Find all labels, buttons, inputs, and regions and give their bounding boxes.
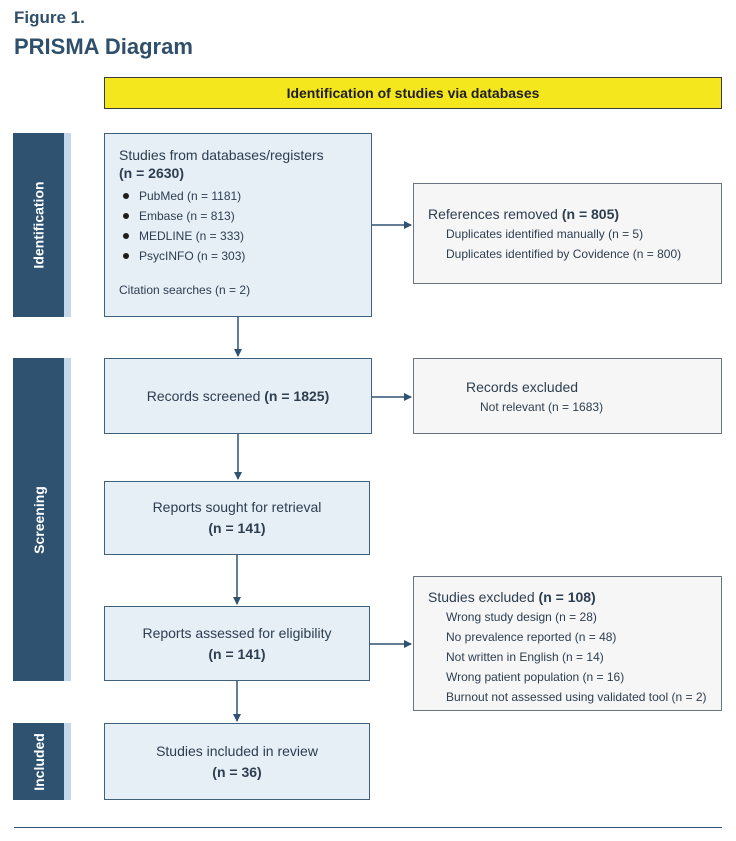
reports-sought-count: (n = 141) [208,520,266,536]
studies-excluded-item: Wrong patient population (n = 16) [446,670,625,684]
database-item-label: Embase (n = 813) [139,209,235,223]
screening-section-label: Screening [13,358,71,681]
references-removed-box: References removed (n = 805) Duplicates … [413,183,722,284]
studies-included-count: (n = 36) [212,763,262,780]
studies-excluded-item: Burnout not assessed using validated too… [446,690,707,704]
studies-excluded-count: (n = 108) [538,589,596,605]
studies-included-label: Studies included in review [156,742,318,759]
records-excluded-item: Not relevant (n = 1683) [480,400,604,414]
database-item-label: PsycINFO (n = 303) [139,249,246,263]
databases-count: (n = 2630) [119,165,184,181]
studies-excluded-title: Studies excluded [428,589,535,605]
reports-sought-box: Reports sought for retrieval (n = 141) [104,481,370,555]
studies-excluded-item: No prevalence reported (n = 48) [446,630,617,644]
database-item: PsycINFO (n = 303) [119,246,357,266]
figure-title: PRISMA Diagram [14,34,193,59]
reports-sought-label: Reports sought for retrieval [152,499,322,515]
included-section-label: Included [13,723,71,800]
reports-assessed-count: (n = 141) [208,645,266,662]
database-item: MEDLINE (n = 333) [119,226,357,246]
removed-item: Duplicates identified by Covidence (n = … [446,247,682,261]
bullet-icon [123,213,129,219]
bullet-icon [123,193,129,199]
records-screened-label: Records screened [146,387,261,404]
references-removed-count: (n = 805) [561,206,620,222]
studies-excluded-item: Not written in English (n = 14) [446,650,604,664]
records-excluded-box: Records excluded Not relevant (n = 1683) [413,358,722,434]
database-item: Embase (n = 813) [119,206,357,226]
records-screened-box: Records screened (n = 1825) [104,358,372,434]
references-removed-title: References removed [428,206,558,222]
bullet-icon [123,253,129,259]
studies-excluded-box: Studies excluded (n = 108) Wrong study d… [413,576,722,711]
identification-banner: Identification of studies via databases [104,77,722,109]
reports-assessed-label: Reports assessed for eligibility [142,624,332,641]
bottom-rule [14,827,722,828]
databases-list: PubMed (n = 1181) Embase (n = 813) MEDLI… [119,186,357,266]
database-item-label: MEDLINE (n = 333) [139,229,245,243]
database-item-label: PubMed (n = 1181) [139,189,242,203]
records-excluded-title: Records excluded [466,379,579,395]
studies-excluded-item: Wrong study design (n = 28) [446,610,597,624]
reports-assessed-box: Reports assessed for eligibility (n = 14… [104,606,370,681]
databases-box: Studies from databases/registers (n = 26… [104,133,372,317]
bullet-icon [123,233,129,239]
database-item: PubMed (n = 1181) [119,186,357,206]
identification-section-label: Identification [13,133,71,317]
removed-item: Duplicates identified manually (n = 5) [446,227,644,241]
citation-searches: Citation searches (n = 2) [119,283,251,297]
studies-included-box: Studies included in review (n = 36) [104,723,370,800]
records-screened-count: (n = 1825) [264,387,330,404]
figure-label: Figure 1. [14,8,85,27]
databases-title: Studies from databases/registers [119,147,324,163]
